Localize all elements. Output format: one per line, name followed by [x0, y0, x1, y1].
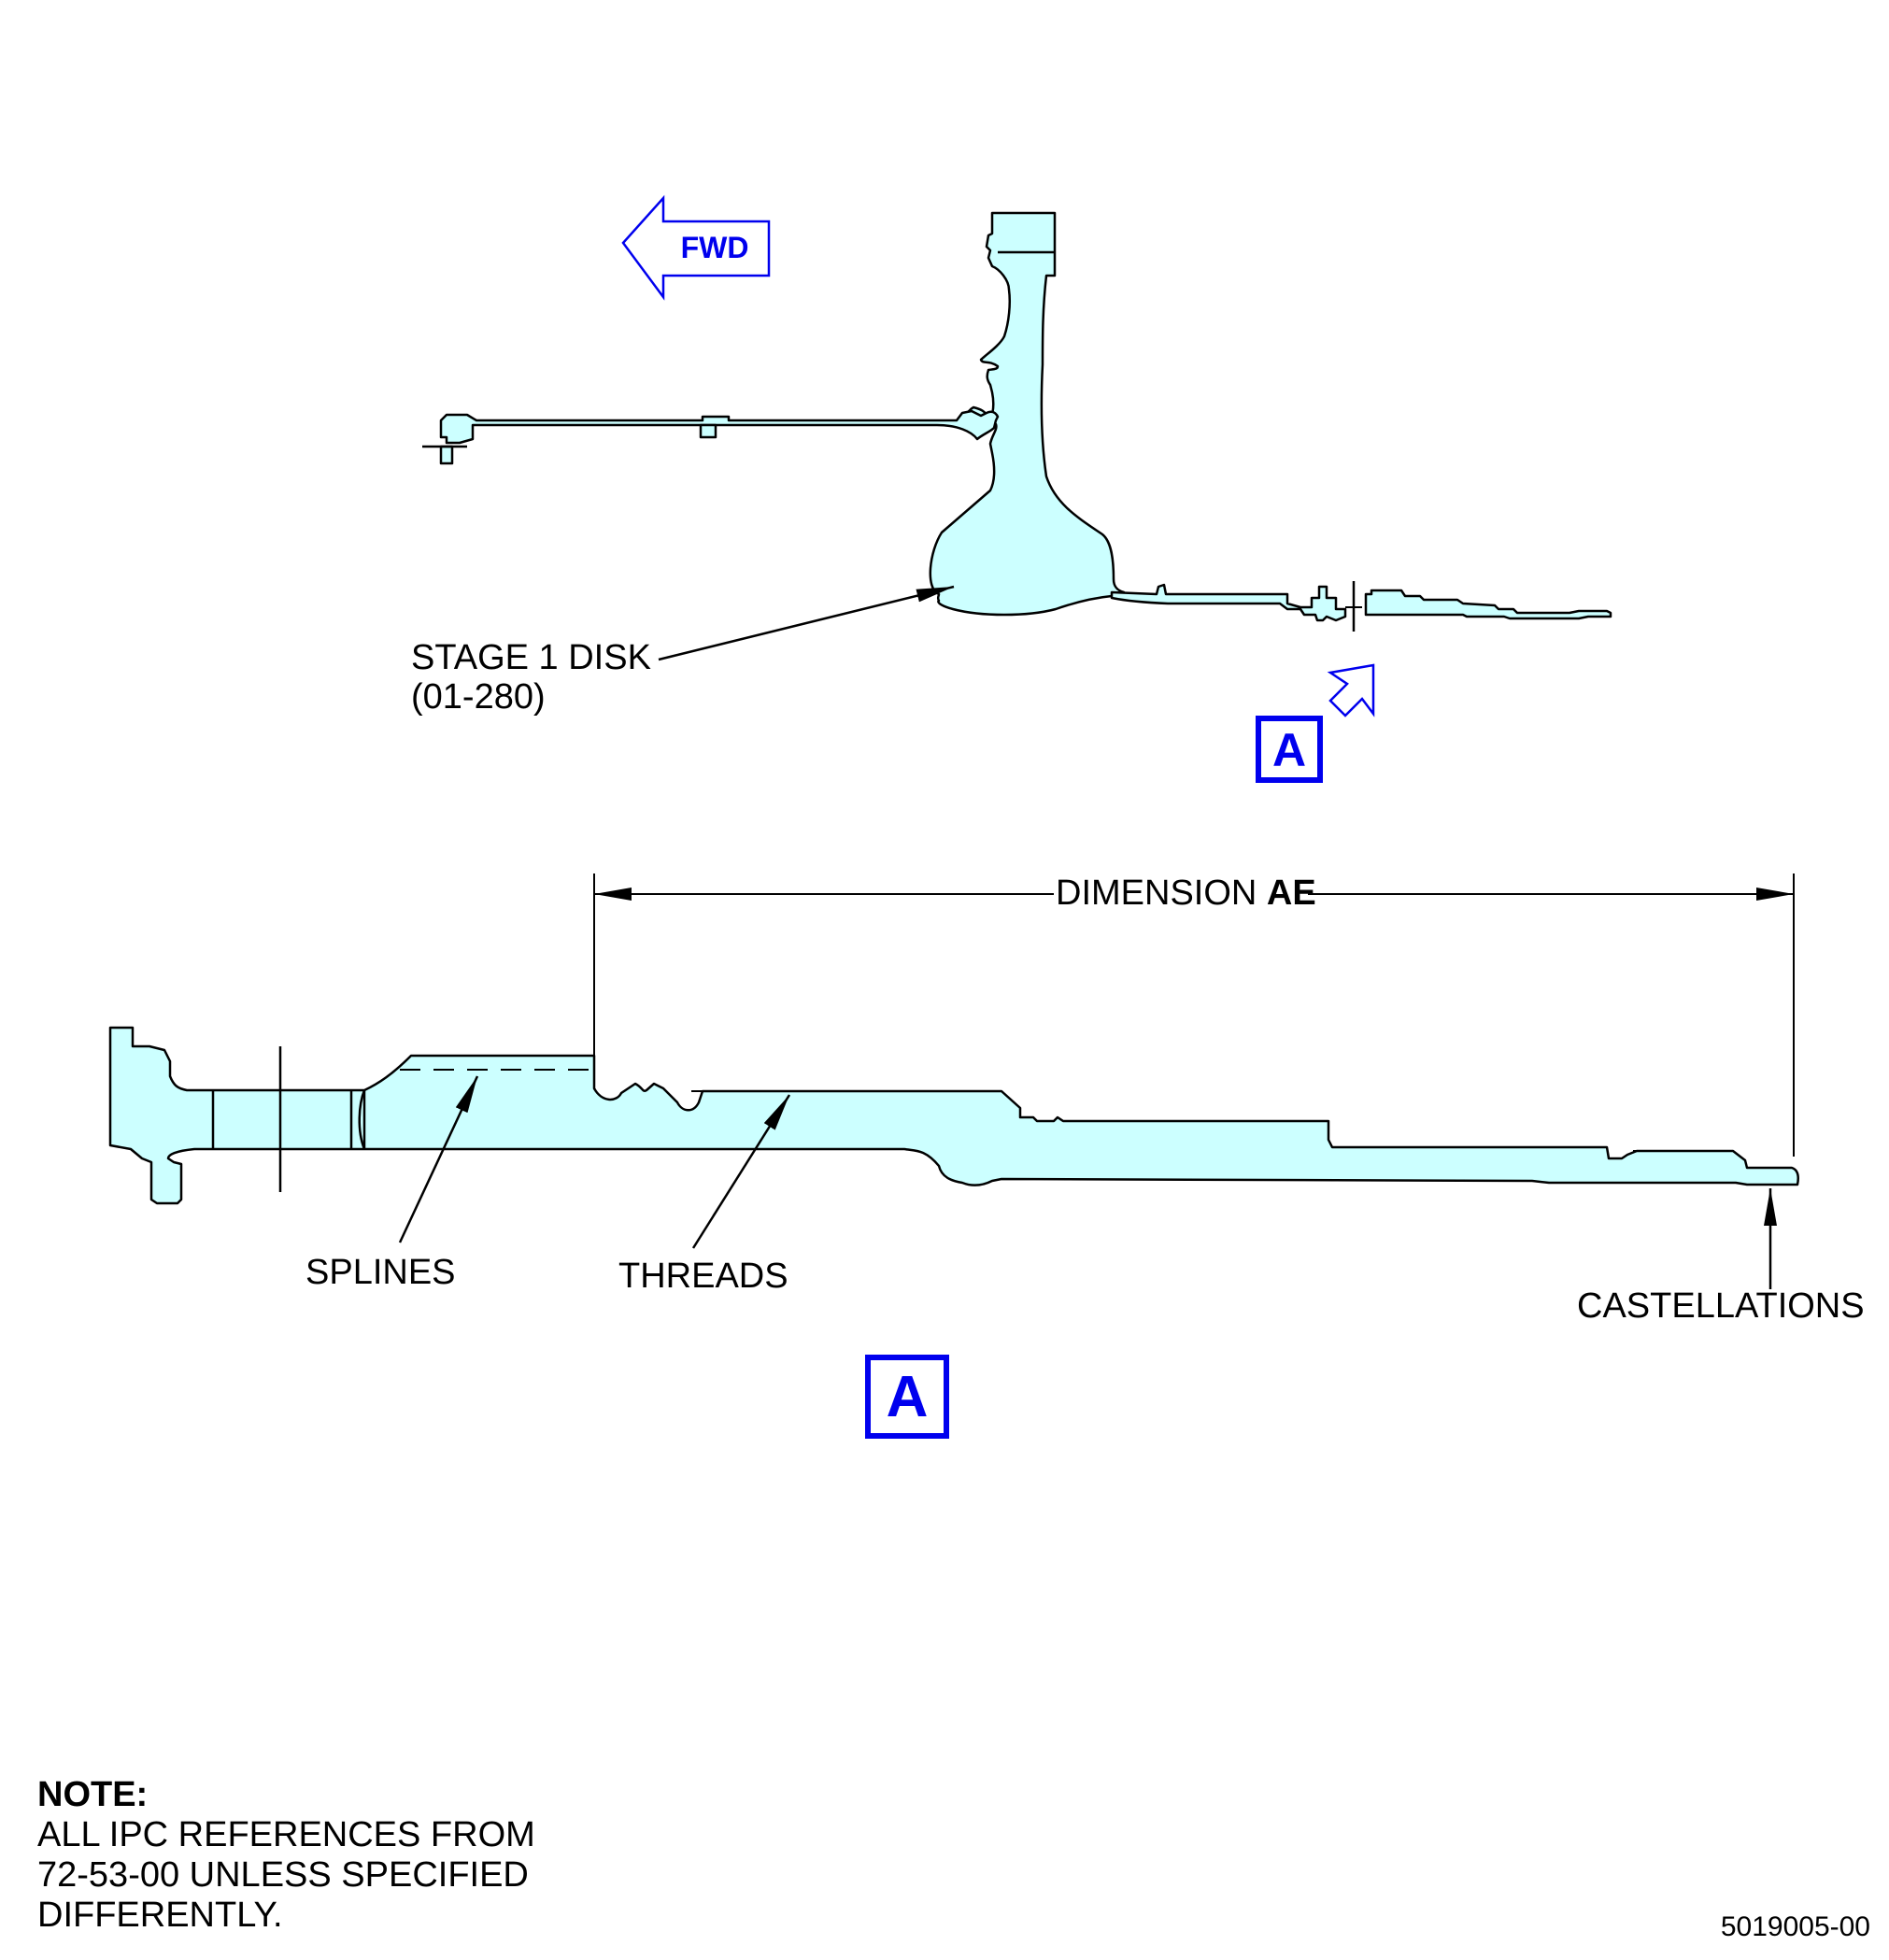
- dimension-ae-prefix: DIMENSION: [1056, 873, 1267, 913]
- view-a-pointer-arrow: [1327, 663, 1375, 717]
- shaft-detail: [108, 1026, 1799, 1205]
- threads-leader: [691, 1094, 791, 1249]
- view-ref-lower-letter: A: [887, 1365, 929, 1429]
- view-ref-upper: A: [1256, 716, 1323, 783]
- shaft-body: [108, 1026, 1799, 1205]
- aft-shaft: [1110, 583, 1347, 622]
- aft-shaft-rear: [1364, 589, 1612, 620]
- shaft-section-curve: [358, 1089, 366, 1150]
- note-title: NOTE:: [37, 1775, 149, 1814]
- stage1-disk-assembly: [422, 211, 1612, 632]
- view-ref-lower: A: [865, 1355, 949, 1439]
- dimension-ae-code: AE: [1267, 873, 1316, 913]
- splines-leader: [398, 1075, 479, 1243]
- note-block: NOTE: ALL IPC REFERENCES FROM 72-53-00 U…: [37, 1775, 535, 1936]
- splines-label: SPLINES: [305, 1253, 456, 1292]
- dimension-ae: [593, 873, 1795, 1157]
- forward-arm-tab: [699, 423, 717, 439]
- stage1-disk-label: STAGE 1 DISK: [411, 638, 651, 677]
- stage1-disk: [929, 211, 1126, 617]
- fwd-arrow-outline: [621, 194, 771, 301]
- note-line-1: ALL IPC REFERENCES FROM: [37, 1815, 535, 1854]
- fwd-arrow: FWD: [621, 194, 771, 301]
- stage1-disk-leader: [658, 585, 955, 661]
- note-line-2: 72-53-00 UNLESS SPECIFIED: [37, 1855, 529, 1895]
- forward-arm: [439, 409, 1000, 445]
- flange-bolt: [439, 445, 454, 465]
- note-line-3: DIFFERENTLY.: [37, 1896, 283, 1935]
- castellations-label: CASTELLATIONS: [1577, 1286, 1865, 1326]
- figure-id: 5019005-00: [1720, 1911, 1870, 1942]
- view-ref-upper-letter: A: [1272, 724, 1306, 776]
- stage1-disk-part-number: (01-280): [411, 677, 546, 717]
- threads-label: THREADS: [618, 1257, 788, 1296]
- fwd-label: FWD: [681, 231, 749, 264]
- dimension-ae-label: DIMENSION AE: [1056, 873, 1316, 913]
